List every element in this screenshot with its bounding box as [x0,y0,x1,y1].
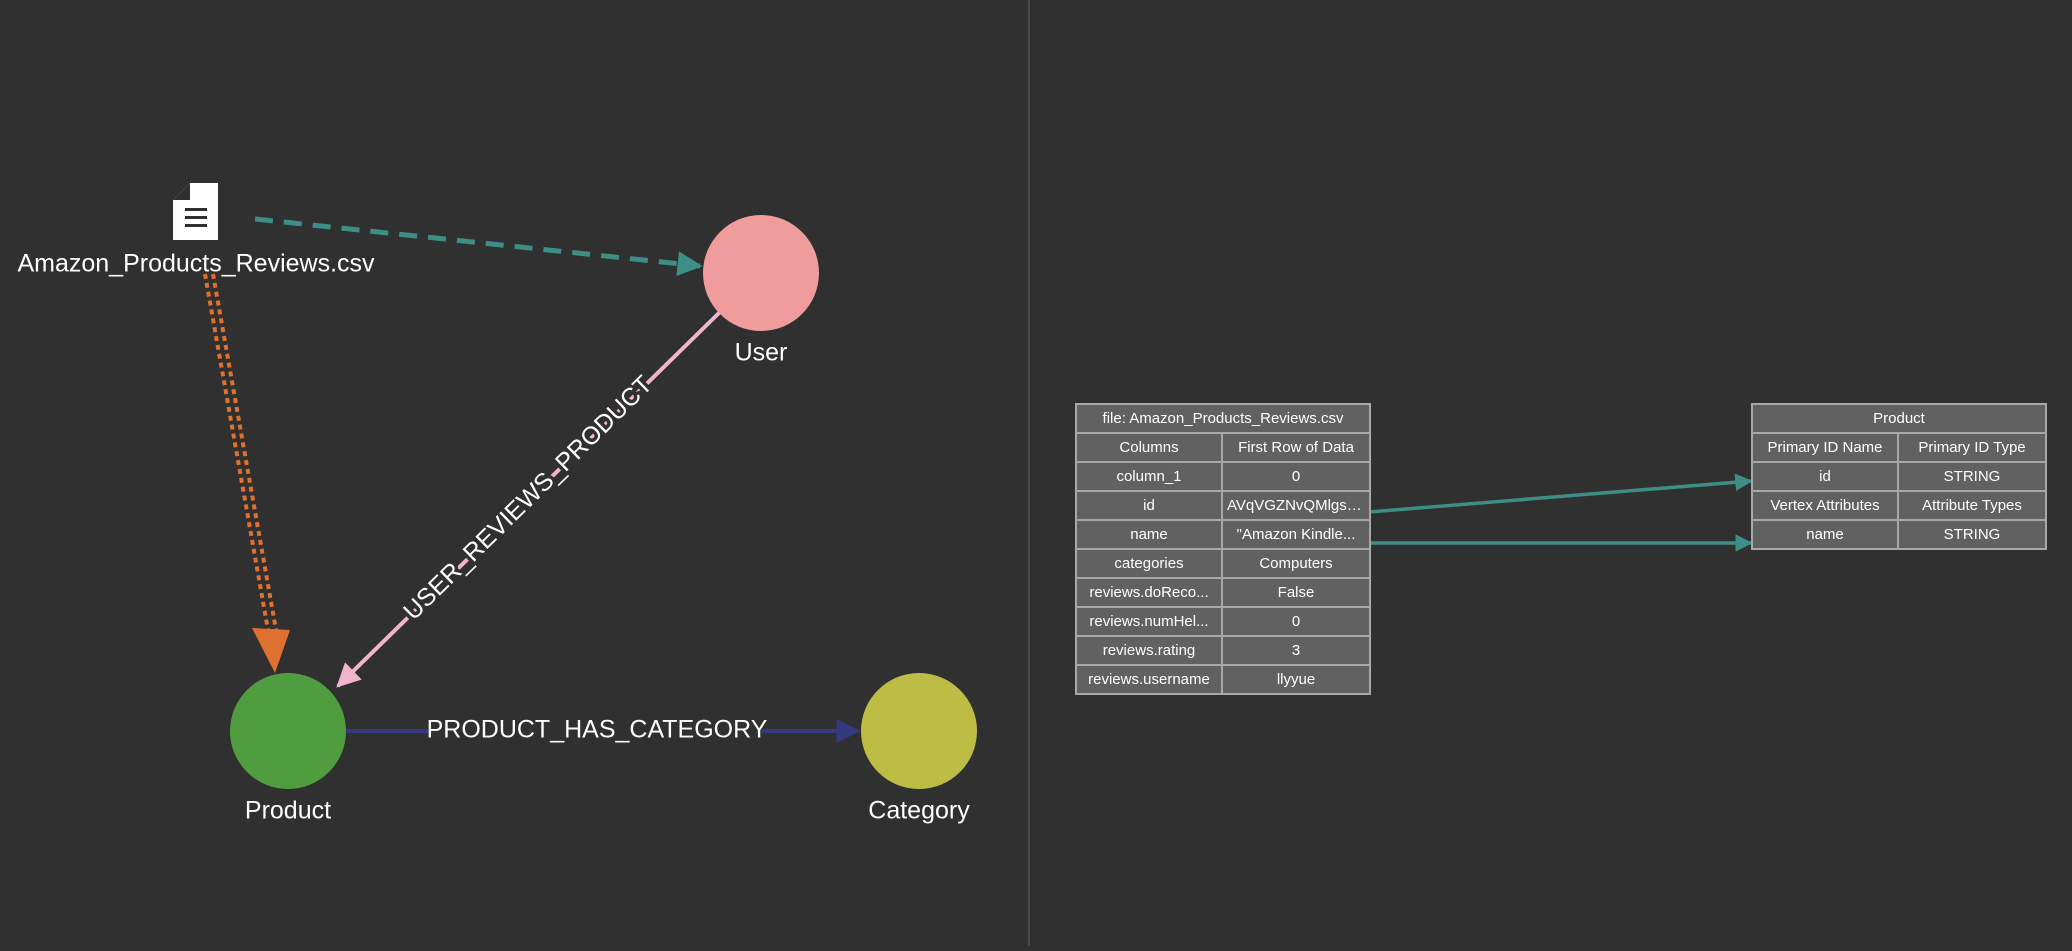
file-column-cell[interactable]: reviews.username [1075,664,1223,695]
vertex-product-label: Product [245,797,331,825]
vertex-user[interactable]: User [703,215,819,367]
edge-label-product-has-category[interactable]: PRODUCT_HAS_CATEGORY [427,716,768,744]
file-columns-table: file: Amazon_Products_Reviews.csv Column… [1075,403,1371,695]
file-to-product-mapping-link[interactable] [203,273,270,631]
schema-graph-canvas[interactable]: USER_REVIEWS_PRODUCT PRODUCT_HAS_CATEGOR… [0,0,1028,946]
file-table-header-row: Columns First Row of Data [1075,432,1371,463]
file-value-cell: 3 [1221,635,1371,666]
vertex-attributes-table: Product Primary ID Name Primary ID Type … [1750,403,2048,550]
vertex-product-circle[interactable] [230,673,346,789]
vertex-category-label: Category [868,797,970,825]
table-row: reviews.username llyyue [1075,664,1371,695]
table-row: id STRING [1751,461,2048,492]
vertex-product[interactable]: Product [230,673,346,825]
panel-divider[interactable] [1028,0,1030,946]
table-row: column_1 0 [1075,461,1371,492]
vertex-user-label: User [735,339,788,367]
edge-label-user-reviews-product[interactable]: USER_REVIEWS_PRODUCT [395,367,662,629]
file-to-product-mapping-link-secondary [211,273,278,631]
vertex-table-title: Product [1750,403,2048,434]
file-node[interactable]: Amazon_Products_Reviews.csv [17,183,375,278]
mapping-arrow-id[interactable] [1368,473,1753,514]
file-column-cell[interactable]: reviews.numHel... [1075,606,1223,637]
table-row: name STRING [1751,519,2048,550]
vertex-table-attr-header-row: Vertex Attributes Attribute Types [1751,490,2048,521]
file-column-cell[interactable]: id [1075,490,1223,521]
table-row: reviews.numHel... 0 [1075,606,1371,637]
file-value-cell: AVqVGZNvQMlgsO... [1221,490,1371,521]
file-to-user-mapping-link[interactable] [254,216,703,277]
vertex-table-id-header-row: Primary ID Name Primary ID Type [1751,432,2048,463]
table-row: categories Computers [1075,548,1371,579]
attribute-name-cell[interactable]: name [1751,519,1899,550]
primary-id-name-header: Primary ID Name [1751,432,1899,463]
vertex-table-title-row: Product [1750,403,2048,434]
attribute-type-cell: STRING [1896,519,2048,550]
primary-id-name-cell[interactable]: id [1751,461,1899,492]
file-table-title: file: Amazon_Products_Reviews.csv [1075,403,1371,434]
primary-id-type-header: Primary ID Type [1896,432,2048,463]
vertex-category-circle[interactable] [861,673,977,789]
file-column-cell[interactable]: name [1075,519,1223,550]
mapping-arrows-canvas [1368,473,1753,552]
file-table-title-row: file: Amazon_Products_Reviews.csv [1075,403,1371,434]
file-table-header-first-row: First Row of Data [1221,432,1371,463]
vertex-user-circle[interactable] [703,215,819,331]
file-value-cell: "Amazon Kindle... [1221,519,1371,550]
primary-id-type-cell: STRING [1896,461,2048,492]
table-row: id AVqVGZNvQMlgsO... [1075,490,1371,521]
table-row: reviews.rating 3 [1075,635,1371,666]
table-row: reviews.doReco... False [1075,577,1371,608]
file-column-cell[interactable]: categories [1075,548,1223,579]
file-table-header-columns: Columns [1075,432,1223,463]
file-value-cell: Computers [1221,548,1371,579]
file-column-cell[interactable]: reviews.doReco... [1075,577,1223,608]
attribute-types-header: Attribute Types [1896,490,2048,521]
file-column-cell[interactable]: column_1 [1075,461,1223,492]
file-value-cell: 0 [1221,461,1371,492]
vertex-attributes-header: Vertex Attributes [1751,490,1899,521]
file-value-cell: False [1221,577,1371,608]
edge-label-background [432,712,762,750]
schema-graph-panel[interactable]: USER_REVIEWS_PRODUCT PRODUCT_HAS_CATEGOR… [0,0,1028,946]
file-value-cell: llyyue [1221,664,1371,695]
edge-user-reviews-product[interactable] [336,310,722,688]
file-node-label: Amazon_Products_Reviews.csv [17,250,375,278]
vertex-category[interactable]: Category [861,673,977,825]
file-column-cell[interactable]: reviews.rating [1075,635,1223,666]
file-to-product-arrowhead [252,628,290,673]
file-value-cell: 0 [1221,606,1371,637]
data-mapping-panel: file: Amazon_Products_Reviews.csv Column… [1030,0,2072,946]
table-row: name "Amazon Kindle... [1075,519,1371,550]
